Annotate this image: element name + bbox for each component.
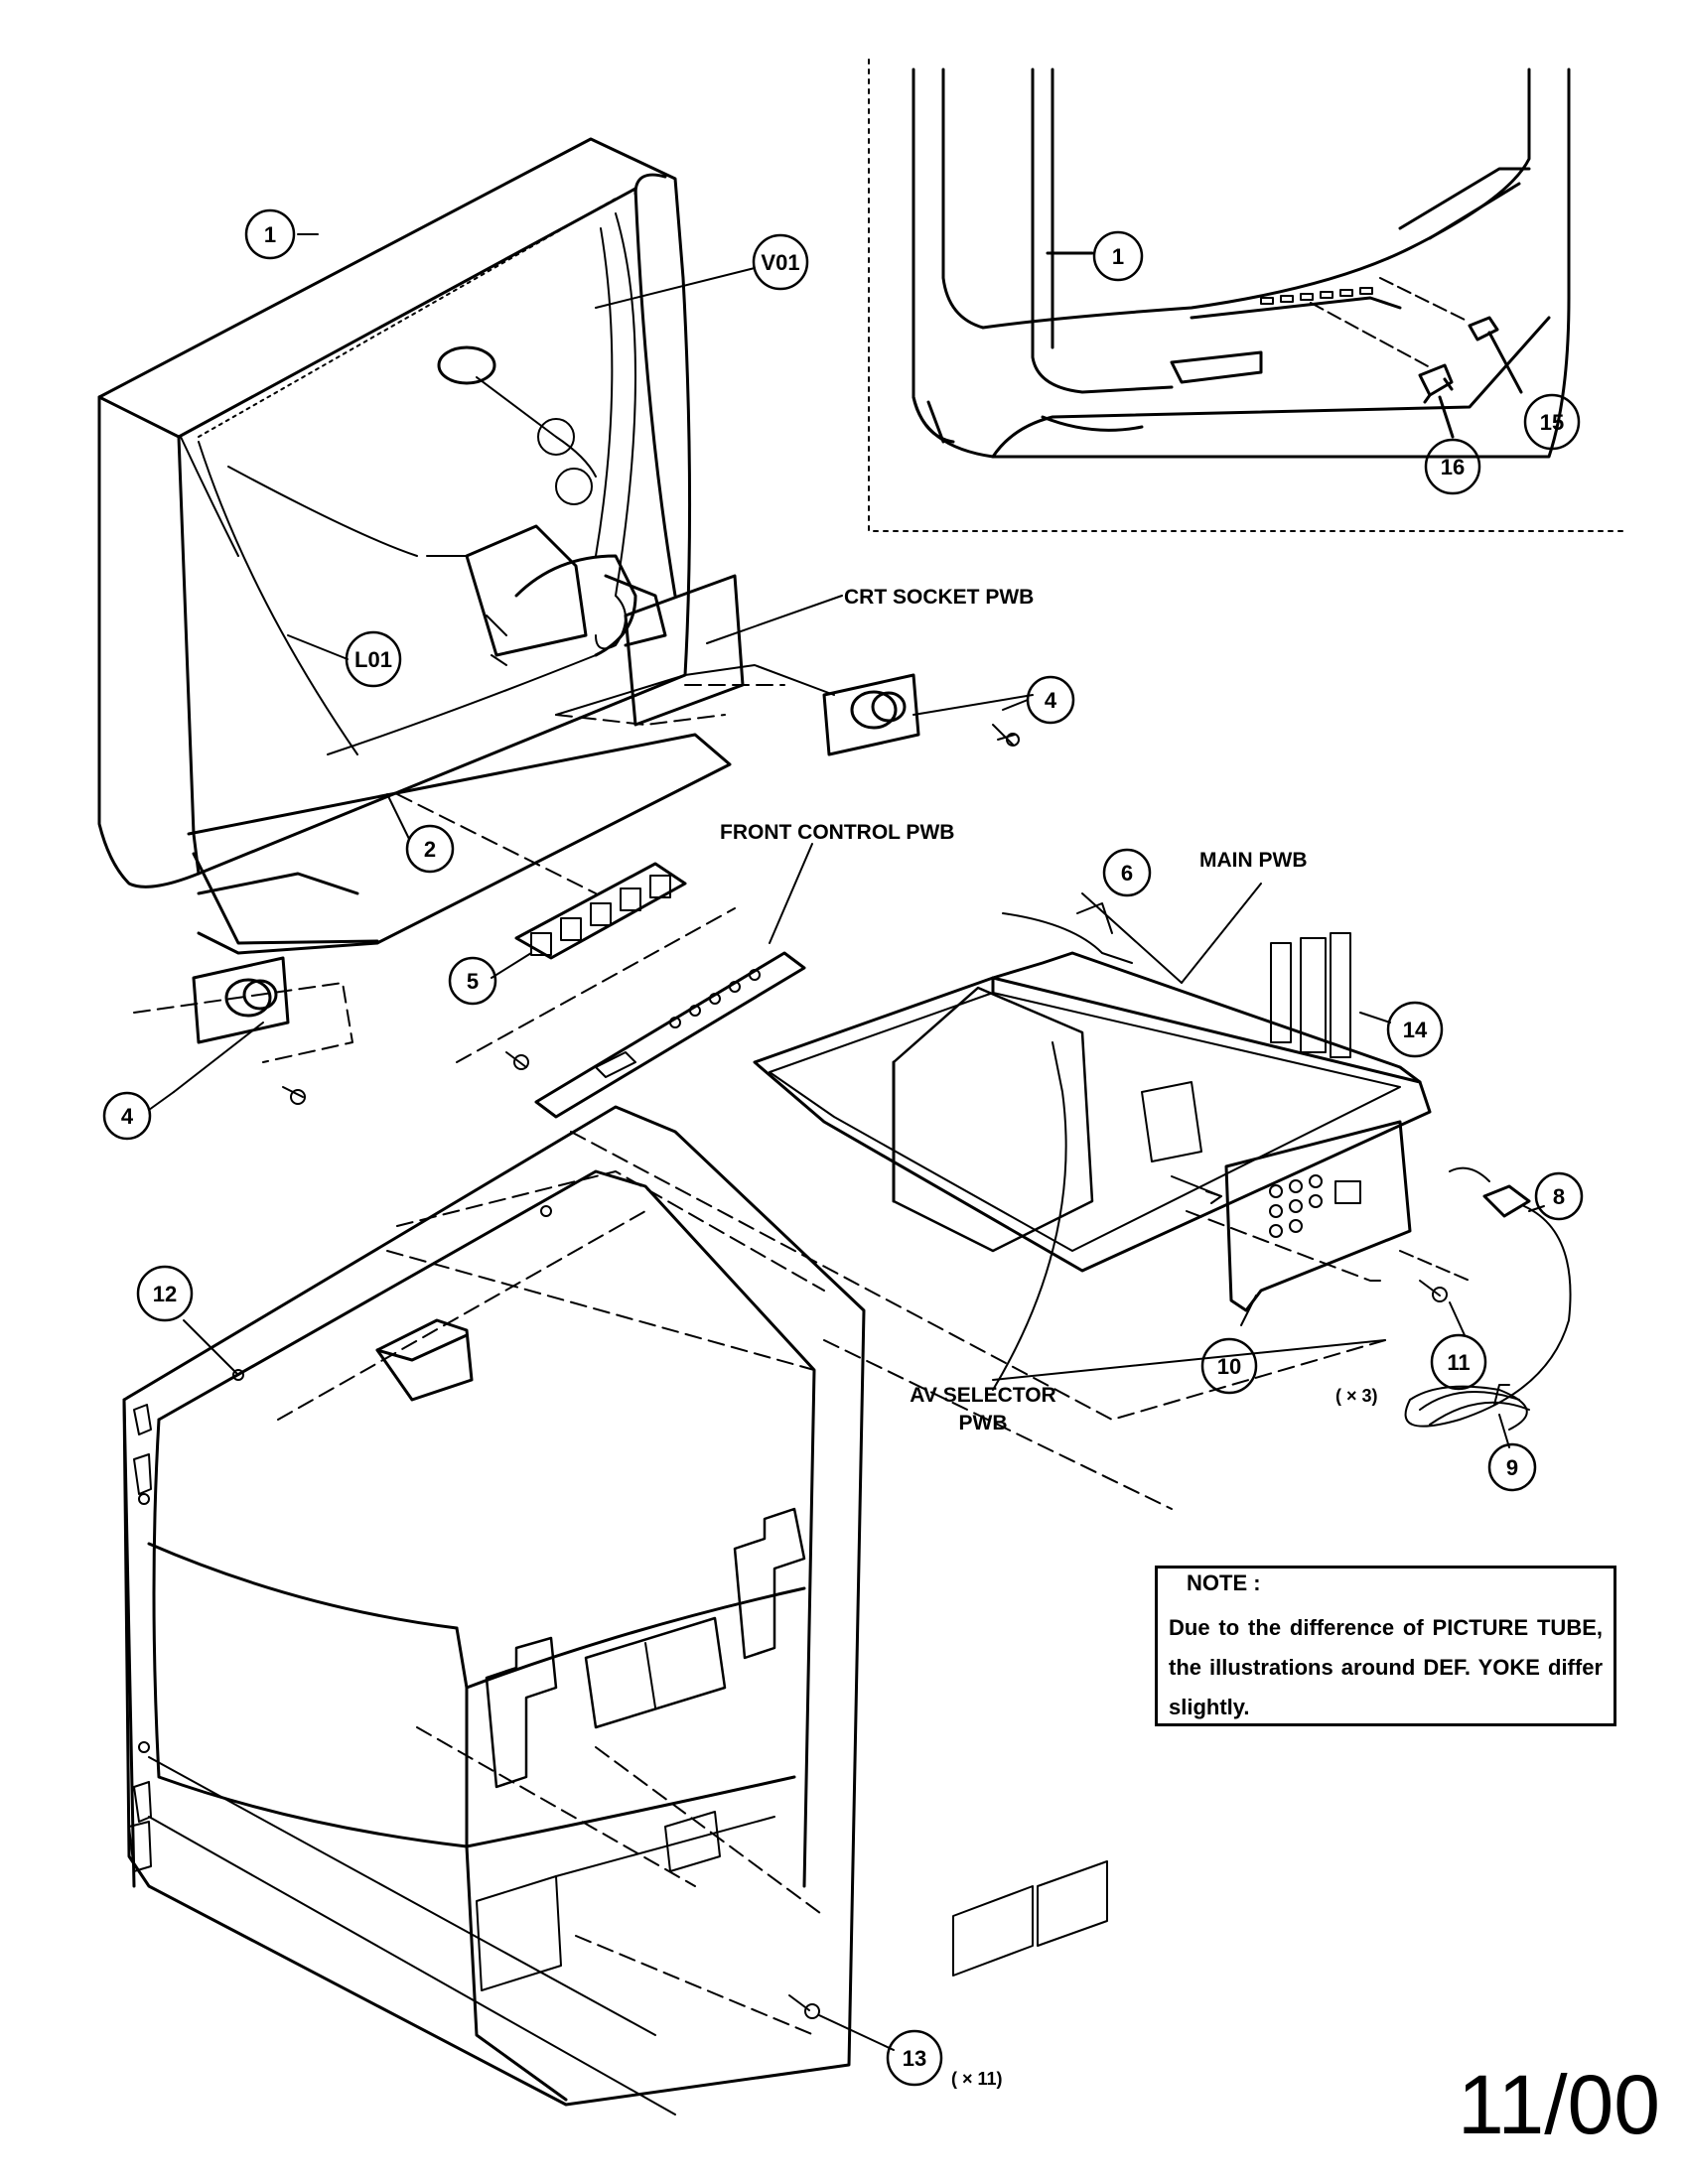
callout-11-text: 11	[1447, 1350, 1470, 1375]
page-number: 11/00	[1458, 2058, 1660, 2151]
callout-4-left-text: 4	[121, 1104, 134, 1129]
callout-5	[448, 956, 497, 1006]
callout-1-inset	[1092, 230, 1144, 282]
label-front-control-pwb: FRONT CONTROL PWB	[720, 821, 954, 844]
callout-5-text: 5	[467, 969, 479, 994]
label-av-selector-line1: AV SELECTOR	[910, 1384, 1055, 1407]
callout-numbers: 1 V01 L01 2 4 4 5 6 8 9 10 11 12 13 14 1…	[121, 222, 1565, 2071]
speaker-right	[822, 673, 1034, 756]
callout-10	[1200, 1337, 1258, 1395]
inset-front-view	[868, 59, 1629, 532]
callout-15	[1523, 393, 1581, 451]
label-qty-part-11: ( × 3)	[1335, 1386, 1378, 1406]
label-leaders	[148, 233, 1029, 1111]
label-av-selector-line2: PWB	[959, 1412, 1008, 1434]
callout-4-left	[102, 1091, 152, 1141]
callout-10-text: 10	[1217, 1354, 1241, 1379]
callout-circles	[102, 208, 1584, 2087]
note-body: Due to the difference of PICTURE TUBE, t…	[1169, 1615, 1603, 1719]
callout-15-text: 15	[1540, 410, 1564, 435]
callout-16	[1424, 438, 1481, 495]
callout-9-text: 9	[1506, 1455, 1518, 1480]
label-crt-socket-pwb: CRT SOCKET PWB	[844, 586, 1034, 609]
callout-12-text: 12	[153, 1282, 177, 1306]
front-control-pwb	[456, 862, 806, 1119]
callout-1-main	[244, 208, 296, 260]
callout-2	[405, 824, 455, 874]
callout-4-right-text: 4	[1045, 688, 1057, 713]
callout-12	[136, 1265, 194, 1322]
callout-v01-text: V01	[761, 250, 799, 275]
rear-cabinet	[122, 1105, 1173, 2116]
callout-6-text: 6	[1121, 861, 1133, 886]
main-pwb-chassis	[570, 883, 1572, 1448]
callout-6	[1102, 848, 1152, 897]
callout-14-text: 14	[1403, 1018, 1428, 1042]
callout-1-main-text: 1	[264, 222, 276, 247]
callout-l01-text: L01	[354, 647, 392, 672]
callout-8	[1534, 1171, 1584, 1221]
callout-1-inset-text: 1	[1112, 244, 1124, 269]
callout-2-text: 2	[424, 837, 436, 862]
label-qty-part-13: ( × 11)	[951, 2069, 1003, 2089]
callout-16-text: 16	[1441, 455, 1465, 479]
speaker-left	[133, 956, 353, 1105]
callout-8-text: 8	[1553, 1184, 1565, 1209]
callout-13	[886, 2029, 943, 2087]
label-main-pwb: MAIN PWB	[1199, 849, 1308, 872]
front-cabinet-assembly	[97, 137, 835, 955]
note-box	[1155, 1566, 1616, 1726]
note-title: NOTE :	[1187, 1570, 1261, 1595]
callout-v01	[752, 233, 809, 291]
callout-13-text: 13	[903, 2046, 926, 2071]
callout-14	[1386, 1001, 1444, 1058]
callout-11	[1430, 1333, 1487, 1391]
callout-9	[1487, 1442, 1537, 1492]
part-labels: CRT SOCKET PWB FRONT CONTROL PWB MAIN PW…	[720, 586, 1378, 2089]
